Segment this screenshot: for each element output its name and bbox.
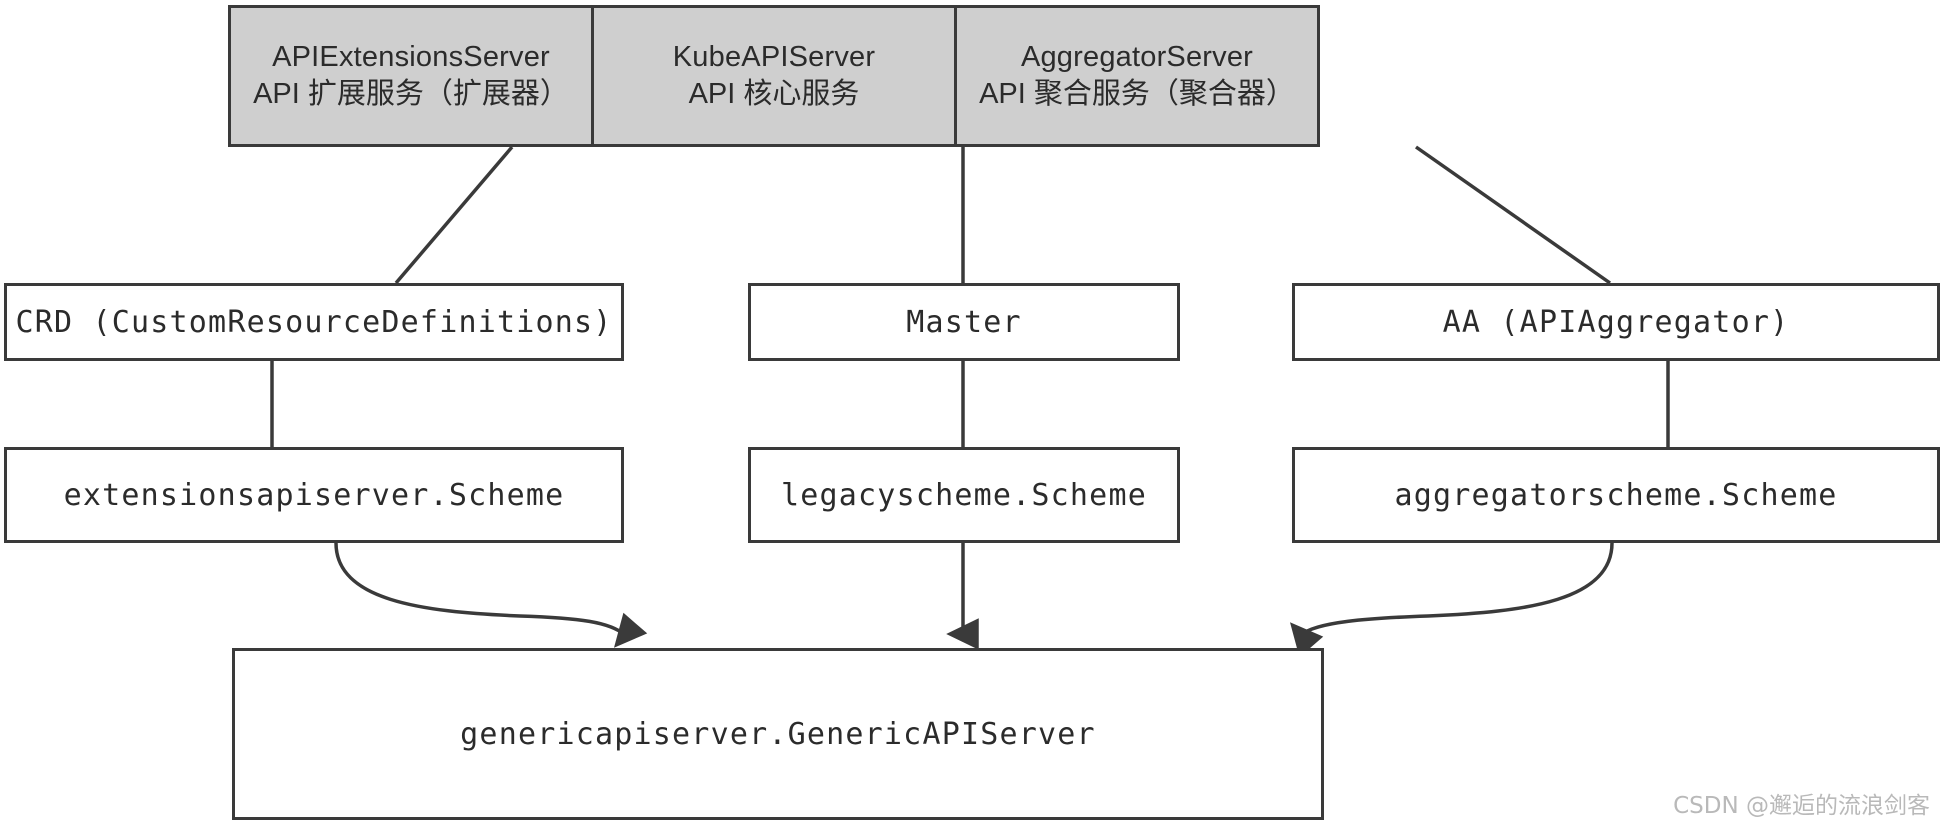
box-aa[interactable]: AA (APIAggregator): [1292, 283, 1940, 361]
box-extensionsapiserver-scheme-label: extensionsapiserver.Scheme: [63, 477, 565, 513]
aggregatorserver-name-en: AggregatorServer: [1020, 40, 1254, 73]
kubeapiserver-name-en: KubeAPIServer: [672, 40, 876, 73]
top-cell-apiextensionsserver[interactable]: APIExtensionsServer API 扩展服务（扩展器）: [231, 8, 591, 144]
apiextensionsserver-name-cn: API 扩展服务（扩展器）: [253, 78, 569, 110]
box-legacyscheme-scheme[interactable]: legacyscheme.Scheme: [748, 447, 1180, 543]
connector-aggregatorserver-to-aa: [1414, 145, 1612, 285]
box-master[interactable]: Master: [748, 283, 1180, 361]
box-aggregatorscheme-scheme-label: aggregatorscheme.Scheme: [1394, 477, 1838, 513]
box-genericapiserver[interactable]: genericapiserver.GenericAPIServer: [232, 648, 1324, 820]
top-cell-kubeapiserver[interactable]: KubeAPIServer API 核心服务: [591, 8, 954, 144]
csdn-watermark: CSDN @邂逅的流浪剑客: [1673, 793, 1930, 819]
box-extensionsapiserver-scheme[interactable]: extensionsapiserver.Scheme: [4, 447, 624, 543]
box-aa-label: AA (APIAggregator): [1442, 304, 1790, 340]
connector-apiextensions-to-crd: [394, 145, 514, 285]
top-cell-aggregatorserver[interactable]: AggregatorServer API 聚合服务（聚合器）: [954, 8, 1317, 144]
box-master-label: Master: [906, 304, 1022, 340]
arrow-extensionsscheme-to-generic: [334, 542, 648, 648]
top-server-band: APIExtensionsServer API 扩展服务（扩展器） KubeAP…: [228, 5, 1320, 147]
arrow-aggregatorscheme-to-generic: [1290, 542, 1614, 658]
box-genericapiserver-label: genericapiserver.GenericAPIServer: [460, 716, 1096, 752]
box-aggregatorscheme-scheme[interactable]: aggregatorscheme.Scheme: [1292, 447, 1940, 543]
kubeapiserver-name-cn: API 核心服务: [688, 78, 860, 110]
box-crd[interactable]: CRD (CustomResourceDefinitions): [4, 283, 624, 361]
box-crd-label: CRD (CustomResourceDefinitions): [15, 304, 613, 340]
box-legacyscheme-scheme-label: legacyscheme.Scheme: [781, 477, 1147, 513]
apiextensionsserver-name-en: APIExtensionsServer: [272, 40, 550, 73]
aggregatorserver-name-cn: API 聚合服务（聚合器）: [979, 78, 1295, 110]
